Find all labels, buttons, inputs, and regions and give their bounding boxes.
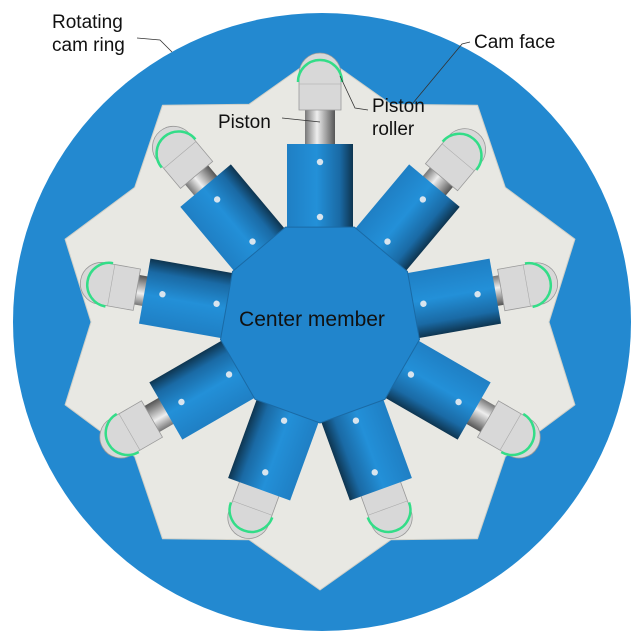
cylinder-bolt	[316, 158, 324, 166]
cam-ring-label-line2: cam ring	[52, 35, 125, 56]
cylinder	[228, 395, 321, 501]
cylinder-bolt	[225, 371, 233, 378]
piston-roller-label-line1: Piston	[372, 96, 425, 117]
cylinder	[149, 338, 259, 440]
cylinder	[138, 258, 238, 339]
roller-seam	[163, 141, 197, 169]
cylinder-bolt	[178, 398, 185, 406]
cylinder-bolt	[352, 417, 360, 424]
roller-seam	[522, 264, 531, 307]
cylinder-bolt	[262, 469, 269, 476]
piston-assembly	[79, 258, 238, 339]
piston-label: Piston	[218, 112, 271, 133]
piston-roller	[152, 125, 214, 189]
piston-assembly	[381, 338, 541, 459]
piston-roller-leader	[339, 75, 369, 111]
cylinder	[402, 258, 502, 339]
roller-seam	[118, 413, 141, 451]
cylinder	[180, 164, 288, 275]
piston-assembly	[152, 125, 288, 275]
piston-assembly	[227, 395, 321, 539]
roller-seam	[441, 143, 475, 172]
cylinder-bolt	[280, 417, 288, 424]
piston-roller-label-line2: roller	[372, 119, 415, 140]
pistons	[79, 52, 559, 539]
leader-lines	[136, 37, 471, 123]
roller-contact-ring	[104, 412, 140, 457]
roller-contact-ring	[524, 261, 553, 309]
cylinder-bolt	[159, 291, 166, 298]
cylinder-bolt	[249, 238, 256, 245]
piston-rod	[417, 159, 460, 202]
cylinder	[352, 164, 460, 275]
cylinder-bolt	[407, 371, 415, 378]
cam-ring-leader	[136, 37, 173, 53]
piston-roller	[298, 52, 342, 111]
roller-seam	[499, 413, 522, 451]
cylinder-bolt	[371, 469, 378, 476]
cam-face-label: Cam face	[474, 32, 555, 53]
cylinder-bolt	[316, 213, 324, 221]
cylinder-bolt	[455, 398, 462, 406]
roller-contact-ring	[441, 132, 483, 171]
roller-seam	[232, 500, 273, 516]
cylinder-bolt	[213, 196, 221, 203]
cylinder-bolt	[384, 238, 391, 245]
cam-face-leader	[412, 41, 471, 104]
piston-roller	[79, 262, 141, 311]
roller-contact-ring	[86, 261, 114, 308]
cylinder-bolt	[419, 196, 427, 203]
cylinder-bolt	[420, 300, 427, 307]
piston-assembly	[319, 395, 413, 539]
roller-seam	[367, 500, 408, 516]
roller-contact-ring	[500, 412, 536, 457]
piston-roller	[424, 128, 487, 192]
roller-contact-ring	[296, 58, 344, 83]
cylinder	[319, 395, 412, 501]
piston-roller	[497, 262, 559, 312]
cylinder-bolt	[474, 291, 481, 298]
center-member	[219, 226, 421, 424]
piston-roller	[476, 400, 541, 459]
piston-assembly	[287, 52, 353, 232]
piston-roller	[99, 400, 164, 459]
piston-leader	[281, 117, 321, 123]
roller-seam	[107, 264, 116, 306]
roller-contact-ring	[366, 501, 412, 534]
piston-assembly	[99, 338, 259, 459]
roller-contact-ring	[155, 130, 197, 169]
piston-assembly	[402, 258, 559, 339]
cylinder	[381, 338, 491, 440]
piston-assembly	[352, 128, 487, 275]
cam-ring-label-line1: Rotating	[52, 12, 123, 33]
roller-contact-ring	[228, 501, 274, 534]
cylinder-bolt	[213, 300, 220, 307]
center-member-label: Center member	[239, 308, 385, 331]
